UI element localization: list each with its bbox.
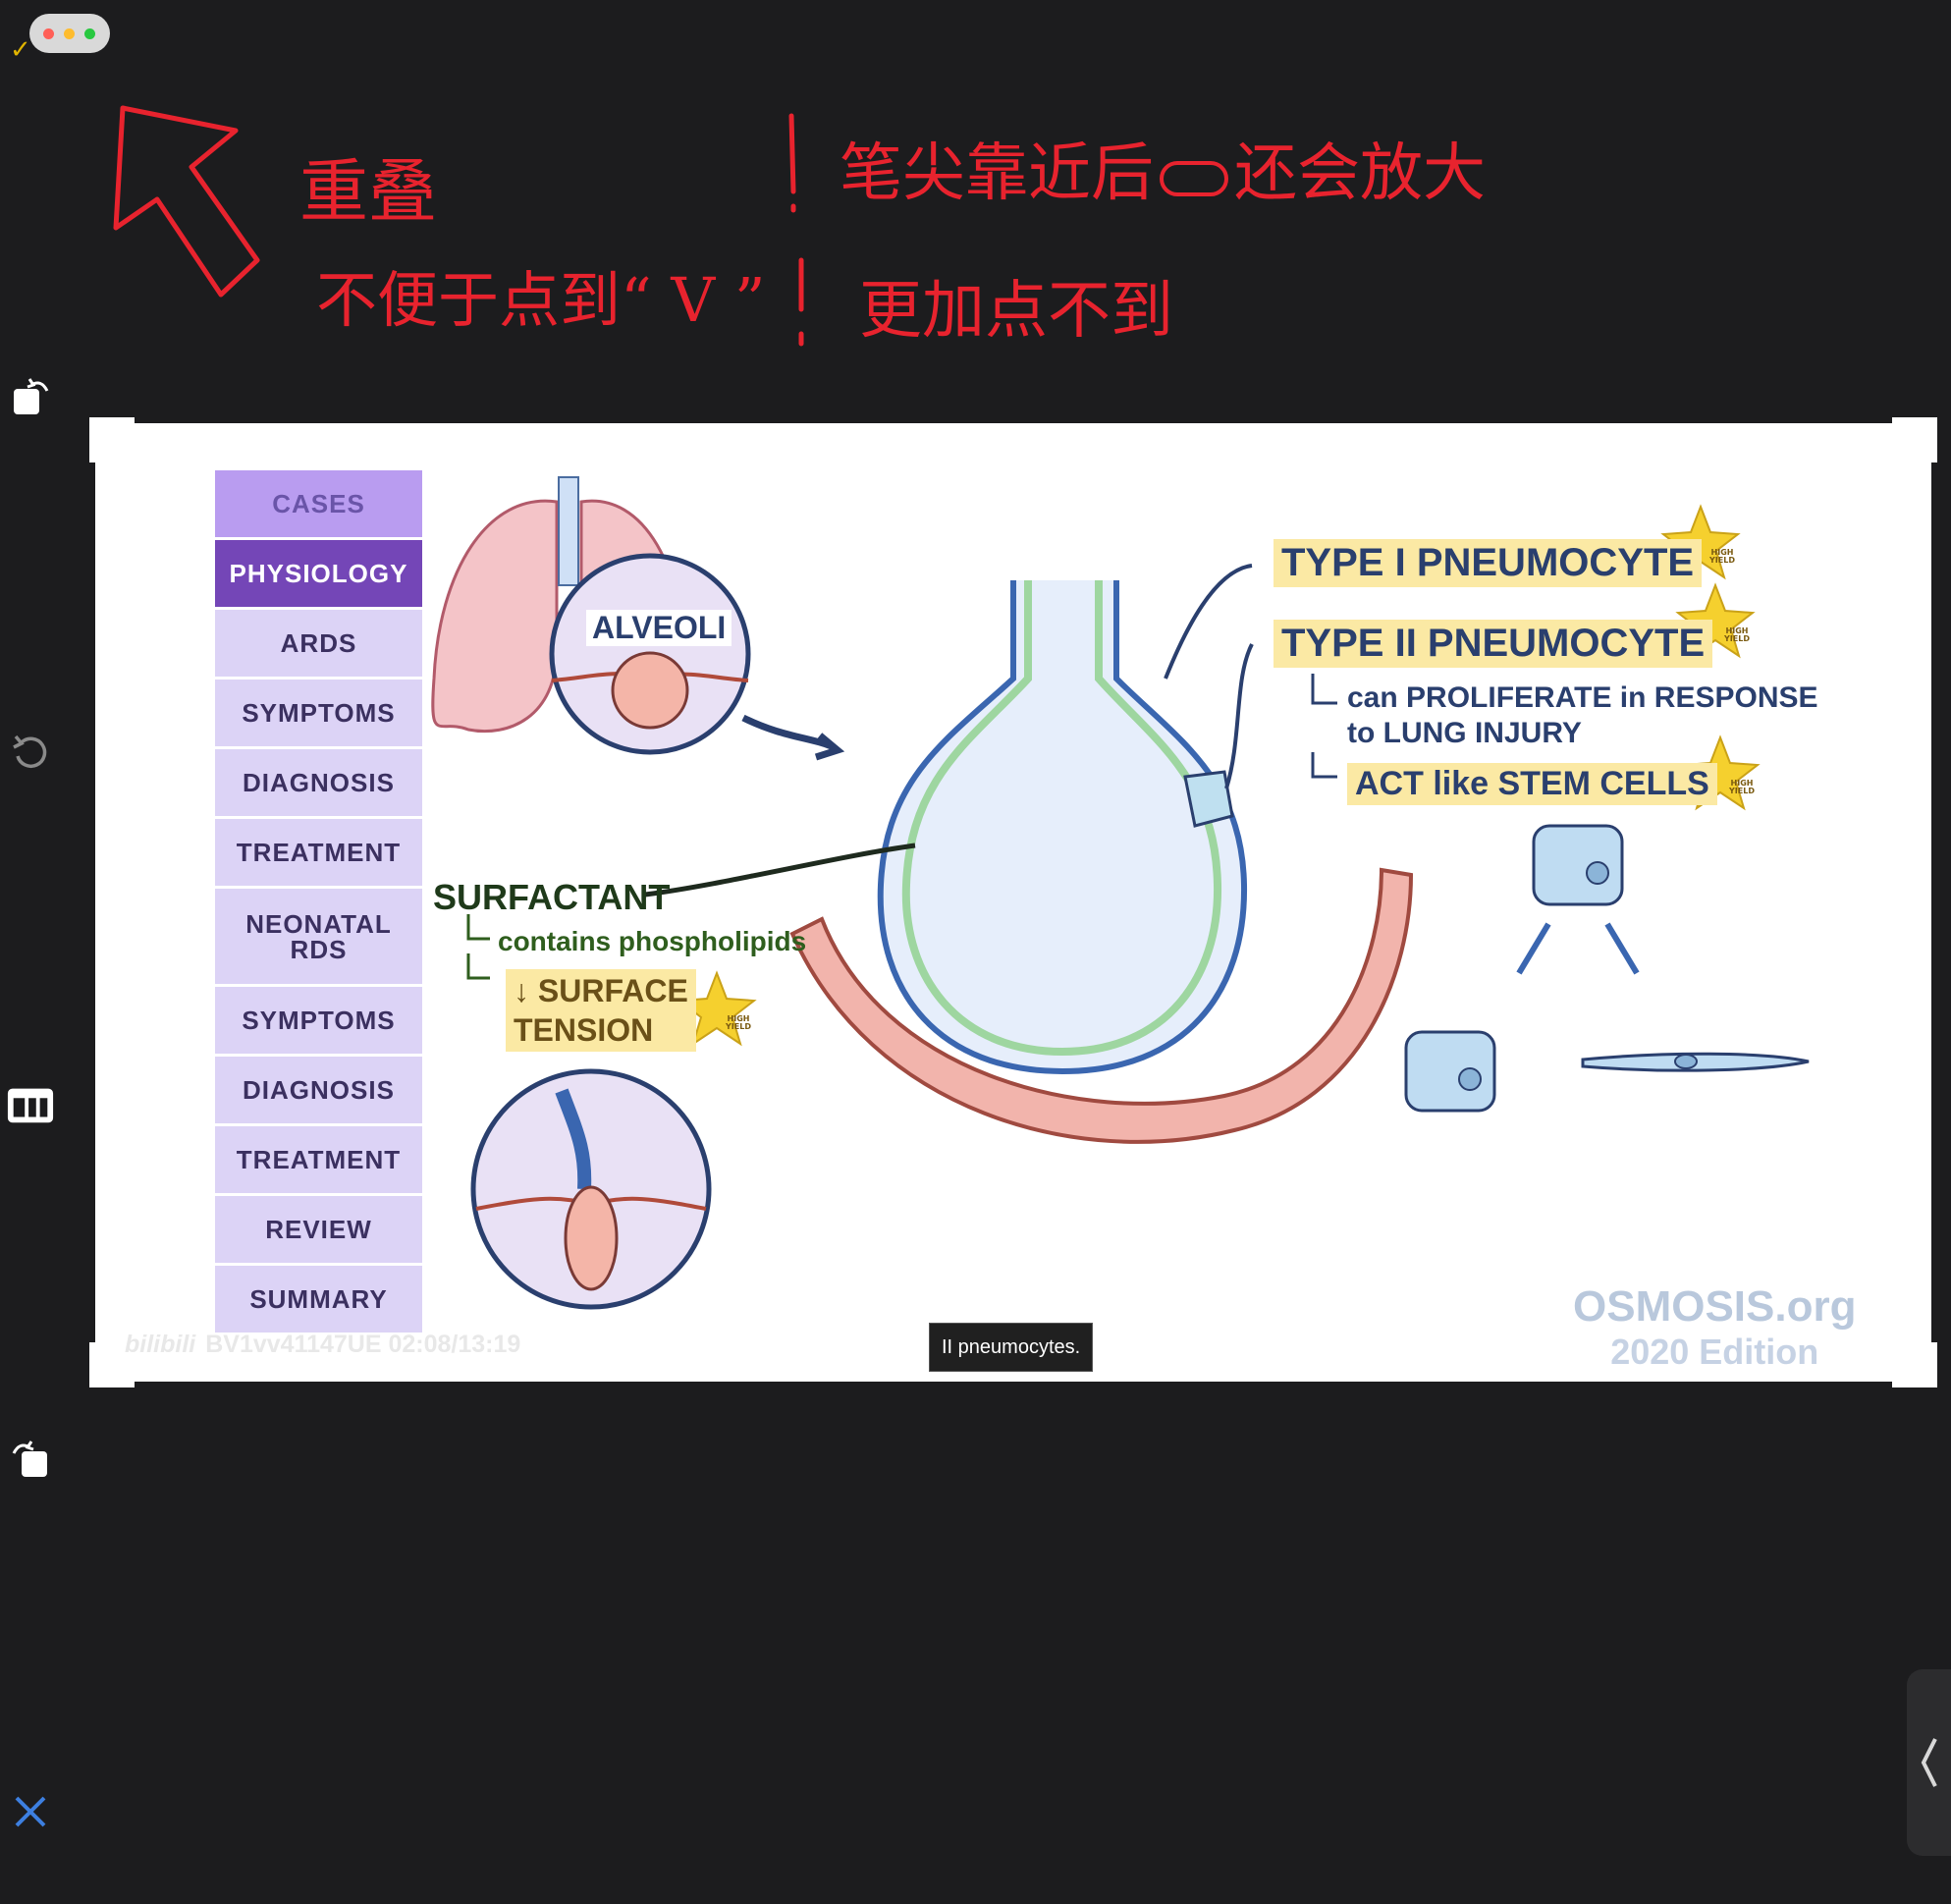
video-id-timecode: BV1vv41147UE 02:08/13:19 (205, 1331, 521, 1358)
phospholipids-label: contains phospholipids (498, 926, 807, 956)
alveoli-label: ALVEOLI (586, 610, 732, 646)
annotation-zoom-note: 笔尖靠近后还会放大 (840, 142, 1486, 205)
osmosis-logo-line1: OSMOSIS.org (1573, 1282, 1857, 1331)
chapter-diagnosis-2[interactable]: DIAGNOSIS (215, 1057, 422, 1123)
proliferate-line2: to LUNG INJURY (1347, 717, 1582, 749)
surface-tension-line2: TENSION (514, 1012, 654, 1048)
undo-icon (13, 734, 47, 769)
arrow-to-alveolus (741, 714, 836, 751)
chapter-neonatal-rds[interactable]: NEONATAL RDS (215, 889, 422, 984)
high-yield-badge-3: HIGH YIELD (1729, 779, 1755, 795)
video-watermark: bilibili BV1vv41147UE 02:08/13:19 (125, 1331, 520, 1359)
subtitle-caption: II pneumocytes. (929, 1323, 1094, 1372)
chapter-symptoms[interactable]: SYMPTOMS (215, 680, 422, 746)
zoom-window-icon[interactable] (84, 28, 95, 39)
chapter-symptoms-2[interactable]: SYMPTOMS (215, 987, 422, 1054)
capillary (789, 867, 1414, 1144)
osmosis-logo-line2: 2020 Edition (1610, 1332, 1819, 1372)
high-yield-badge-1: HIGH YIELD (1709, 548, 1735, 565)
check-icon[interactable]: ✓ (10, 35, 31, 65)
annotation-overlap: 重叠 (299, 151, 437, 232)
osmosis-logo: OSMOSIS.org 2020 Edition (1573, 1282, 1856, 1373)
video-player[interactable]: CASES PHYSIOLOGY ARDS SYMPTOMS DIAGNOSIS… (89, 417, 1937, 1387)
crop-corner-tl[interactable] (89, 417, 135, 462)
rotate-left-icon (14, 378, 49, 414)
chapter-cases[interactable]: CASES (215, 470, 422, 537)
chapter-diagnosis[interactable]: DIAGNOSIS (215, 749, 422, 816)
annotation-zoom-note-b: 还会放大 (1234, 137, 1486, 210)
window-controls[interactable] (29, 14, 110, 53)
stem-cell-drawings (1404, 824, 1810, 1113)
annotation-zoom-note-a: 笔尖靠近后 (840, 137, 1154, 210)
surfactant-label: SURFACTANT (433, 877, 671, 917)
type2-line (1224, 643, 1254, 789)
type1-line (1164, 564, 1253, 680)
surface-tension-label: ↓ SURFACE TENSION (506, 969, 696, 1052)
alveoli-circle-bottom (470, 1068, 712, 1310)
chevron-left-icon (1921, 1738, 1937, 1787)
high-yield-badge-4: HIGH YIELD (726, 1014, 751, 1031)
surfactant-line (644, 843, 916, 898)
side-panel-toggle[interactable] (1907, 1669, 1951, 1856)
close-button[interactable] (6, 1787, 55, 1836)
annotation-drawing (113, 105, 804, 347)
red-arrow-icon (113, 105, 260, 298)
chapter-nav: CASES PHYSIOLOGY ARDS SYMPTOMS DIAGNOSIS… (215, 470, 422, 1335)
proliferate-label: can PROLIFERATE in RESPONSE to LUNG INJU… (1347, 680, 1818, 751)
chapter-physiology[interactable]: PHYSIOLOGY (215, 540, 422, 607)
type-ii-cell (1183, 770, 1234, 828)
undo-button[interactable] (6, 727, 55, 776)
chapter-treatment-2[interactable]: TREATMENT (215, 1126, 422, 1193)
pen-icon (1160, 160, 1228, 196)
close-window-icon[interactable] (43, 28, 54, 39)
chapter-treatment[interactable]: TREATMENT (215, 819, 422, 886)
high-yield-badge-2: HIGH YIELD (1724, 626, 1750, 643)
rotate-left-button[interactable] (6, 371, 55, 420)
high-yield-star-2 (1675, 582, 1756, 659)
layout-button[interactable] (6, 1080, 55, 1129)
annotation-hard-to-click: 不便于点到“ V ” (316, 264, 766, 336)
proliferate-line1: can PROLIFERATE in RESPONSE (1347, 681, 1818, 714)
alveoli-circle-top (549, 553, 751, 755)
red-mark-1 (788, 113, 796, 213)
chapter-summary[interactable]: SUMMARY (215, 1266, 422, 1333)
type1-label: TYPE I PNEUMOCYTE (1274, 539, 1703, 587)
chapter-ards[interactable]: ARDS (215, 610, 422, 677)
crop-corner-bl[interactable] (89, 1342, 135, 1387)
surface-tension-line1: ↓ SURFACE (514, 973, 688, 1008)
close-icon (15, 1796, 46, 1827)
crop-corner-br[interactable] (1892, 1342, 1937, 1387)
annotation-even-harder: 更加点不到 (859, 275, 1173, 348)
alveolus-illustration (431, 476, 1810, 1310)
layout-icon (7, 1088, 54, 1123)
rotate-right-button[interactable] (6, 1434, 55, 1483)
crop-corner-tr[interactable] (1892, 417, 1937, 462)
stem-cells-label: ACT like STEM CELLS (1347, 763, 1717, 805)
chapter-review[interactable]: REVIEW (215, 1196, 422, 1263)
rotate-right-icon (12, 1441, 47, 1477)
type2-label: TYPE II PNEUMOCYTE (1274, 620, 1713, 668)
minimize-window-icon[interactable] (64, 28, 75, 39)
bilibili-logo: bilibili (125, 1331, 196, 1358)
